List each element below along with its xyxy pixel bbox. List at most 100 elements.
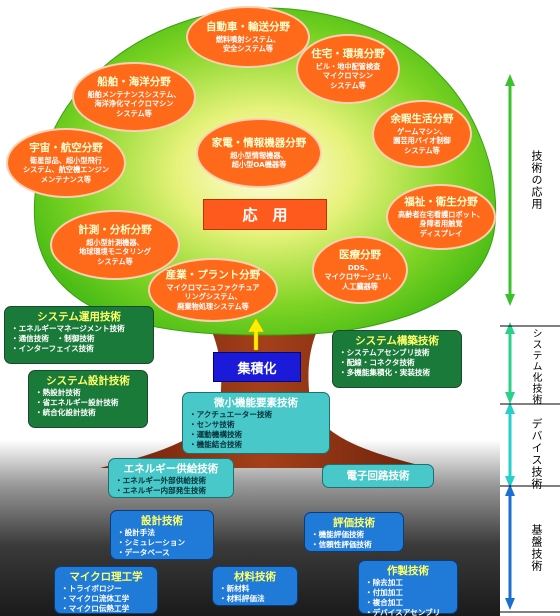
energy-supply-box: エネルギー供給技術 エネルギー外部供給技術 エネルギー内部発生技術 — [108, 458, 234, 498]
system-operation-box: システム運用技術 エネルギーマネージメント技術 通信技術 ・制御技術 インターフ… — [4, 306, 154, 364]
field-desc-line: DDS、 — [347, 262, 373, 272]
box-item: エネルギー内部発生技術 — [115, 486, 227, 496]
field-marine: 船舶・海洋分野 船舶メンテナンスシステム、 海洋浄化マイクロマシン システム等 — [72, 62, 196, 132]
box-title: システム設計技術 — [46, 375, 130, 387]
field-home-appliance: 家電・情報機器分野 超小型情報機器、 超小型OA機器等 — [196, 118, 322, 188]
field-measurement: 計測・分析分野 超小型計測機器、 地球環境モニタリング システム等 — [50, 210, 180, 280]
box-item: シミュレーション — [117, 538, 207, 548]
box-item: 除去加工 — [365, 578, 451, 588]
box-item: トライボロジー — [61, 584, 151, 594]
box-item: マイクロ伝熱工学 — [61, 604, 151, 614]
field-desc-line: 地球環境モニタリング — [79, 247, 151, 257]
field-desc-line: リングシステム、 — [184, 292, 242, 302]
application-center-label: 応 用 — [242, 206, 288, 224]
field-desc-line: 船舶メンテナンスシステム、 — [87, 89, 181, 99]
system-design-box: システム設計技術 熱設計技術 省エネルギー設計技術 統合化設計技術 — [28, 370, 148, 428]
electronic-circuit-box: 電子回路技術 — [322, 464, 434, 488]
field-desc-line: マイクロマニュファクチュア — [166, 282, 260, 292]
field-desc-line: ディスプレイ — [419, 228, 463, 238]
box-item: 省エネルギー設計技術 — [35, 398, 141, 408]
micro-engineering-box: マイクロ理工学 トライボロジー マイクロ流体工学 マイクロ伝熱工学 — [54, 566, 158, 614]
box-item: 機能評価技術 — [311, 530, 397, 540]
box-item: 付加加工 — [365, 588, 451, 598]
field-title: 福祉・衛生分野 — [404, 195, 478, 208]
field-desc-line: 超小型OA機器等 — [231, 160, 287, 169]
systemization-arrow — [505, 322, 515, 404]
field-title: 住宅・環境分野 — [311, 47, 385, 60]
field-title: 船舶・海洋分野 — [97, 75, 171, 88]
application-center-box: 応 用 — [203, 199, 327, 230]
box-item: マイクロ流体工学 — [61, 594, 151, 604]
box-item: 新材料 — [219, 584, 291, 594]
field-desc-line: 廃棄物処理システム等 — [177, 301, 249, 311]
device-arrow — [505, 402, 515, 488]
field-desc-line: 海洋浄化マイクロマシン — [94, 99, 174, 109]
box-title: 電子回路技術 — [346, 470, 410, 482]
field-title: 医療分野 — [339, 248, 381, 261]
field-industry-plant: 産業・プラント分野 マイクロマニュファクチュア リングシステム、 廃棄物処理シス… — [148, 258, 278, 322]
field-desc-line: 人工臓器等 — [342, 281, 378, 291]
design-tech-box: 設計技術 設計手法 シミュレーション データベース — [110, 510, 214, 560]
fabrication-tech-box: 作製技術 除去加工 付加加工 複合加工 デバイスアセンブリ — [358, 560, 458, 616]
field-automotive: 自動車・輸送分野 燃料噴射システム、 安全システム等 — [186, 6, 310, 68]
box-title: システム構築技術 — [355, 335, 439, 347]
box-item: 複合加工 — [365, 598, 451, 608]
field-desc-line: マイクロサージェリ、 — [324, 272, 396, 282]
box-item: アクチュエーター技術 — [189, 410, 323, 420]
box-item: 配線・コネクタ技術 — [339, 358, 455, 368]
box-item: データベース — [117, 548, 207, 558]
side-label-foundation: 基盤技術 — [530, 524, 543, 572]
field-title: 計測・分析分野 — [78, 223, 152, 236]
field-desc-line: 超小型情報機器、 — [230, 150, 288, 160]
side-label-systemization: システム化技術 — [530, 328, 541, 405]
field-desc-line: メンテナンス等 — [40, 174, 92, 184]
box-item: 設計手法 — [117, 528, 207, 538]
box-title: 評価技術 — [333, 517, 375, 529]
application-arrow — [505, 74, 515, 306]
field-aerospace: 宇宙・航空分野 衛星部品、超小型飛行 システム、航空機エンジン メンテナンス等 — [6, 128, 126, 198]
box-title: マイクロ理工学 — [69, 571, 143, 583]
field-desc-line: システム等 — [97, 256, 133, 266]
box-item: 熱設計技術 — [35, 388, 141, 398]
field-welfare: 福祉・衛生分野 高齢者在宅看護ロボット、 身障者用触覚 ディスプレイ — [386, 184, 496, 250]
box-item: 機能結合技術 — [189, 440, 323, 450]
box-item: 信頼性評価技術 — [311, 540, 397, 550]
tree-trunk — [100, 300, 430, 468]
field-housing-environment: 住宅・環境分野 ビル・地中配管検査 マイクロマシン システム等 — [296, 34, 400, 104]
box-item: 多機能集積化・実装技術 — [339, 368, 455, 378]
box-item: 材料評価法 — [219, 594, 291, 604]
box-item: 統合化設計技術 — [35, 408, 141, 418]
box-title: 材料技術 — [234, 571, 276, 583]
field-desc-line: 安全システム等 — [222, 44, 274, 53]
field-desc-line: マイクロマシン — [322, 71, 374, 81]
box-item: デバイスアセンブリ — [365, 608, 451, 616]
field-desc-line: ゲームマシン、 — [397, 126, 447, 136]
field-desc-line: 高齢者在宅看護ロボット、 — [397, 209, 485, 219]
field-desc-line: 超小型計測機器、 — [86, 237, 144, 247]
field-desc-line: システム等 — [330, 80, 366, 90]
integration-up-arrow — [247, 317, 265, 351]
field-medical: 医療分野 DDS、 マイクロサージェリ、 人工臓器等 — [312, 236, 408, 304]
field-desc-line: システム等 — [116, 108, 152, 118]
integration-box: 集積化 — [213, 352, 301, 382]
box-title: エネルギー供給技術 — [123, 463, 219, 475]
system-construction-box: システム構築技術 システムアセンブリ技術 配線・コネクタ技術 多機能集積化・実装… — [332, 330, 462, 388]
box-item: センサ技術 — [189, 420, 323, 430]
field-desc-line: 園芸用バイオ制御 — [393, 136, 451, 146]
field-title: 家電・情報機器分野 — [211, 136, 307, 149]
box-item: 運動機構技術 — [189, 430, 323, 440]
field-title: 産業・プラント分野 — [165, 268, 261, 281]
field-title: 宇宙・航空分野 — [29, 141, 103, 154]
field-desc-line: 身障者用触覚 — [419, 219, 463, 229]
box-title: 微小機能要素技術 — [214, 397, 298, 409]
box-item: システムアセンブリ技術 — [339, 348, 455, 358]
integration-label: 集積化 — [237, 361, 277, 377]
box-title: 作製技術 — [387, 565, 429, 577]
field-title: 自動車・輸送分野 — [206, 20, 290, 33]
field-desc-line: システム等 — [404, 145, 440, 155]
box-item: エネルギー外部供給技術 — [115, 476, 227, 486]
micro-function-box: 微小機能要素技術 アクチュエーター技術 センサ技術 運動機構技術 機能結合技術 — [182, 392, 330, 454]
side-label-application: 技術の応用 — [530, 150, 543, 210]
box-title: 設計技術 — [141, 515, 183, 527]
